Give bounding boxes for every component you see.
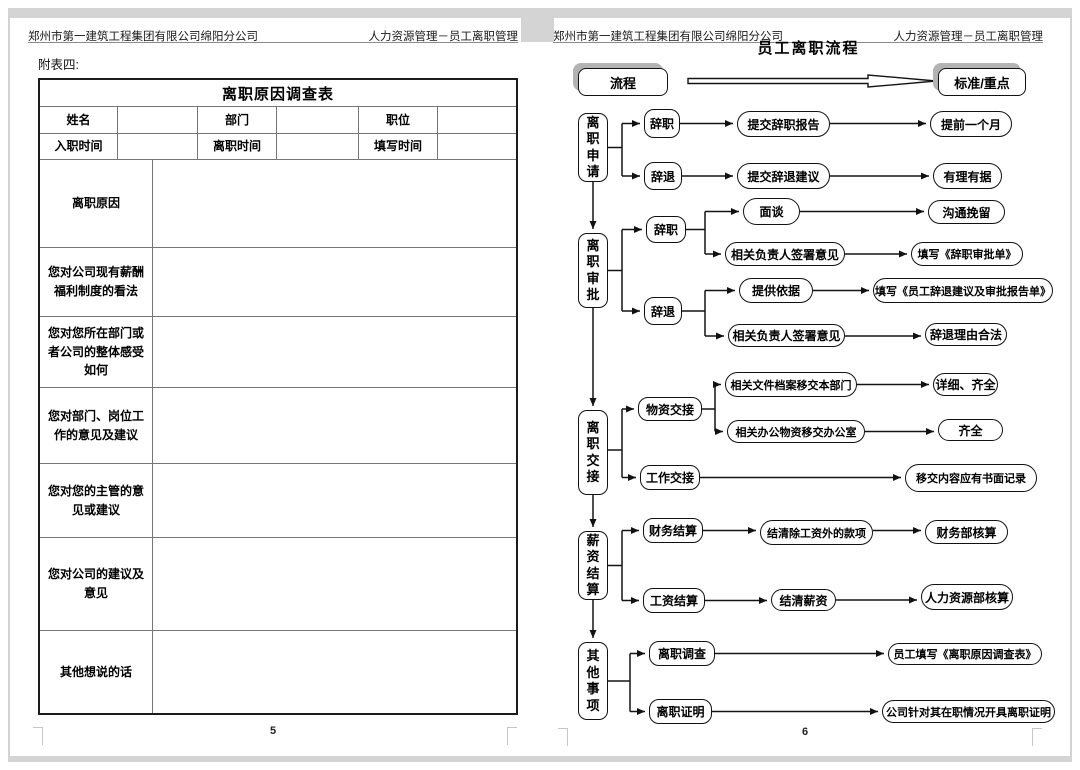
- answer-cell[interactable]: [152, 248, 516, 316]
- corner-mark: [507, 727, 517, 745]
- legend-standard-box: 标准/重点: [938, 68, 1026, 96]
- name-value[interactable]: [117, 107, 197, 133]
- header-rule: [28, 42, 518, 43]
- stage-box-salary: 薪资结算: [578, 531, 608, 600]
- branch-box-dismiss-1: 辞退: [644, 162, 682, 190]
- node-settle-wages: 结清薪资: [771, 589, 836, 611]
- page-right: 郑州市第一建筑工程集团有限公司绵阳分公司 人力资源管理－员工离职管理 员工离职流…: [527, 18, 1070, 756]
- flow-connectors-svg: [589, 74, 937, 715]
- question-label: 离职原因: [71, 196, 120, 211]
- resignation-survey-table: 离职原因调查表 姓名 部门 职位 入职时间 离职时间 填写时间: [38, 78, 518, 715]
- table-row: 入职时间 离职时间 填写时间: [40, 133, 516, 159]
- table-row: 您对部门、岗位工作的意见及建议: [40, 387, 516, 463]
- node-files-to-department: 相关文件档案移交本部门: [725, 372, 857, 397]
- page-number: 6: [802, 726, 809, 738]
- table-row: 其他想说的话: [40, 630, 516, 713]
- legend-arrow: [687, 74, 937, 88]
- join-date-label: 入职时间: [54, 139, 103, 154]
- annex-label: 附表四:: [38, 58, 79, 72]
- node-dismissal-legal: 辞退理由合法: [925, 323, 1007, 346]
- answer-cell[interactable]: [152, 317, 516, 387]
- branch-box-dismiss-2: 辞退: [644, 297, 682, 325]
- stage-box-handover: 离职交接: [578, 410, 608, 495]
- branch-box-resign-1: 辞职: [644, 109, 680, 138]
- table-title: 离职原因调查表: [221, 85, 334, 103]
- node-written-record: 移交内容应有书面记录: [905, 464, 1037, 492]
- corner-mark: [33, 727, 43, 745]
- header-company-text: 郑州市第一建筑工程集团有限公司绵阳分公司: [28, 31, 258, 43]
- table-row: 您对您所在部门或者公司的整体感受如何: [40, 316, 516, 387]
- leave-date-value[interactable]: [276, 134, 358, 159]
- table-row: 离职原因: [40, 159, 516, 247]
- branch-box-resign-2: 辞职: [646, 216, 686, 243]
- node-detailed-complete: 详细、齐全: [933, 373, 998, 396]
- answer-cell[interactable]: [152, 388, 516, 463]
- name-label: 姓名: [66, 112, 91, 127]
- leave-date-label: 离职时间: [197, 134, 276, 159]
- table-row: 您对公司现有薪酬福利制度的看法: [40, 247, 516, 316]
- question-label: 您对公司现有薪酬福利制度的看法: [47, 265, 144, 298]
- fill-date-label: 填写时间: [358, 134, 437, 159]
- node-submit-dismissal-proposal: 提交辞退建议: [737, 163, 830, 189]
- branch-box-wage-settlement: 工资结算: [643, 588, 705, 613]
- header-company-text: 郑州市第一建筑工程集团有限公司绵阳分公司: [553, 31, 783, 43]
- table-row: 您对您的主管的意见或建议: [40, 463, 516, 537]
- position-label: 职位: [358, 107, 437, 133]
- branch-box-exit-survey: 离职调查: [649, 641, 715, 666]
- node-employee-fills-survey: 员工填写《离职原因调查表》: [888, 643, 1042, 665]
- node-finance-dept-check: 财务部核算: [925, 520, 1008, 544]
- branch-box-work-handover: 工作交接: [640, 465, 700, 490]
- node-fill-resignation-approval-form: 填写《辞职审批单》: [911, 242, 1023, 266]
- node-leaders-sign-opinion-2: 相关负责人签署意见: [728, 324, 845, 347]
- answer-cell[interactable]: [152, 464, 516, 537]
- corner-mark: [1032, 728, 1042, 746]
- table-title-row: 离职原因调查表: [40, 80, 516, 106]
- question-label: 您对您所在部门或者公司的整体感受如何: [47, 326, 144, 378]
- answer-cell[interactable]: [152, 538, 516, 630]
- stage-box-apply: 离职申请: [578, 113, 608, 182]
- legend-process-box: 流程: [578, 68, 668, 96]
- department-value[interactable]: [276, 107, 358, 133]
- node-communicate-retain: 沟通挽留: [928, 200, 1005, 224]
- page-number: 5: [270, 725, 277, 737]
- header-rule: [553, 42, 1043, 43]
- node-one-month-ahead: 提前一个月: [930, 111, 1012, 137]
- step-arrows: [680, 120, 934, 715]
- join-date-value[interactable]: [117, 134, 197, 159]
- answer-cell[interactable]: [152, 160, 516, 247]
- branch-box-finance-settlement: 财务结算: [643, 518, 703, 543]
- node-submit-resignation-report: 提交辞职报告: [737, 111, 830, 137]
- branch-box-material-handover: 物资交接: [638, 397, 702, 421]
- node-office-supplies-to-office: 相关办公物资移交办公室: [727, 420, 865, 443]
- node-complete: 齐全: [938, 419, 1003, 441]
- stage-box-approval: 离职审批: [578, 233, 608, 308]
- question-label: 其他想说的话: [59, 664, 132, 679]
- node-provide-basis: 提供依据: [739, 278, 813, 303]
- stage-box-others: 其他事项: [578, 642, 608, 720]
- node-hr-dept-check: 人力资源部核算: [921, 584, 1013, 610]
- flowchart-title: 员工离职流程: [757, 40, 860, 57]
- node-justified-grounds: 有理有据: [933, 163, 1002, 189]
- answer-cell[interactable]: [152, 631, 516, 713]
- node-leaders-sign-opinion-1: 相关负责人签署意见: [725, 242, 845, 266]
- header-module-text: 人力资源管理－员工离职管理: [893, 31, 1044, 43]
- page-gap-notch: [521, 18, 554, 42]
- corner-mark: [558, 728, 568, 746]
- question-label: 您对公司的建议及意见: [47, 567, 144, 600]
- branch-connectors: [608, 120, 739, 715]
- table-row: 您对公司的建议及意见: [40, 537, 516, 630]
- node-interview: 面谈: [743, 198, 800, 225]
- fill-date-value[interactable]: [437, 134, 516, 159]
- question-label: 您对部门、岗位工作的意见及建议: [47, 408, 144, 442]
- table-row: 姓名 部门 职位: [40, 106, 516, 133]
- node-settle-non-wage-payments: 结清除工资外的款项: [760, 520, 873, 545]
- position-value[interactable]: [437, 107, 516, 133]
- branch-box-exit-certificate: 离职证明: [649, 699, 712, 724]
- node-company-issues-certificate: 公司针对其在职情况开具离职证明: [882, 700, 1055, 723]
- department-label: 部门: [197, 107, 276, 133]
- question-label: 您对您的主管的意见或建议: [47, 483, 144, 517]
- page-left: 郑州市第一建筑工程集团有限公司绵阳分公司 人力资源管理－员工离职管理 附表四: …: [10, 18, 527, 756]
- header-module-text: 人力资源管理－员工离职管理: [368, 31, 519, 43]
- node-fill-dismissal-approval-report: 填写《员工辞退建议及审批报告单》: [873, 278, 1053, 303]
